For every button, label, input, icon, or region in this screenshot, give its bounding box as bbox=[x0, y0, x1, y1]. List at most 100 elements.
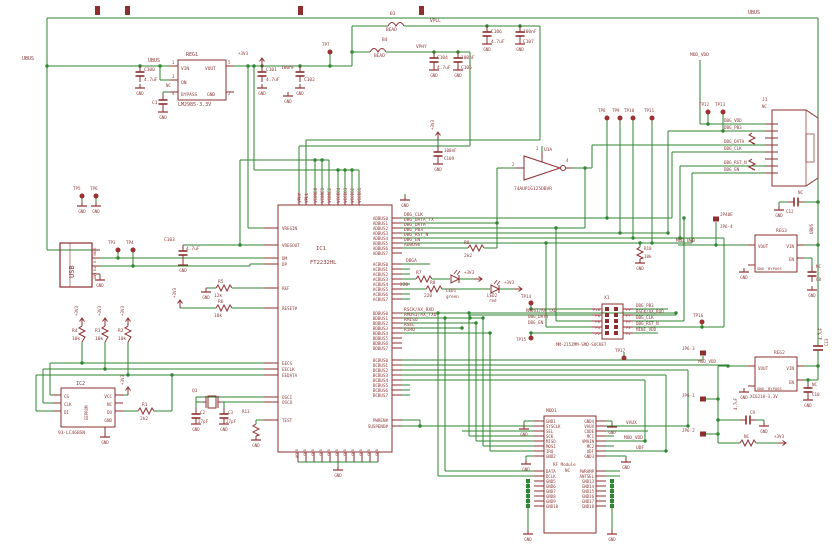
schematic-label: REF bbox=[282, 286, 290, 291]
schematic-label: JP6-1 bbox=[682, 393, 695, 398]
schematic-label: GND bbox=[342, 448, 347, 456]
smd-pad bbox=[610, 479, 614, 483]
schematic-label: 220 bbox=[424, 293, 432, 299]
schematic-label: GND bbox=[318, 448, 323, 456]
smd-pad bbox=[610, 489, 614, 493]
gnd-label: GND bbox=[804, 403, 812, 408]
power-label: +3V3 bbox=[97, 305, 102, 316]
schematic-label: EN bbox=[789, 380, 795, 385]
test-point-label: TP5 bbox=[73, 186, 81, 191]
power-label: +3V3 bbox=[120, 374, 125, 385]
test-point-label: TP11 bbox=[644, 108, 655, 113]
gnd-label: GND bbox=[622, 465, 630, 470]
schematic-label: C13 bbox=[824, 338, 829, 346]
schematic-label: BYPASS bbox=[768, 266, 782, 271]
junction-dot bbox=[643, 439, 647, 443]
schematic-label: 4.7uF bbox=[144, 77, 158, 83]
led-icon bbox=[493, 279, 498, 285]
test-point bbox=[130, 247, 136, 253]
test-point bbox=[617, 115, 623, 121]
resistor bbox=[137, 406, 155, 416]
jumper-pad bbox=[700, 350, 706, 356]
schematic-label: GND bbox=[358, 448, 363, 456]
gnd-label: GND bbox=[608, 537, 616, 542]
schematic-label: C103 bbox=[164, 237, 175, 243]
socket-pad bbox=[605, 319, 609, 323]
buffer-gate bbox=[523, 155, 562, 181]
schematic-label: JP6-2 bbox=[682, 428, 695, 433]
schematic-label: VREGOUT bbox=[282, 243, 300, 248]
resistor bbox=[215, 283, 233, 293]
schematic-label: LM2985-3.3V bbox=[178, 102, 211, 108]
gnd-label: GND bbox=[434, 167, 442, 172]
schematic-label: GND7 bbox=[546, 489, 556, 494]
schematic-label: VPHY bbox=[297, 192, 302, 203]
schematic-label: VIN bbox=[786, 244, 794, 249]
schematic-label: JP40E bbox=[720, 212, 733, 217]
led-icon bbox=[453, 269, 458, 275]
schematic-label: GND bbox=[93, 273, 97, 279]
schematic-label: C1 bbox=[152, 100, 158, 106]
schematic-label: UBUS bbox=[22, 56, 34, 62]
schematic-label: DBG_CLK bbox=[636, 315, 654, 320]
power-label: +3V3 bbox=[172, 287, 177, 298]
junction-dot bbox=[495, 221, 499, 225]
schematic-label: VPLL bbox=[304, 192, 309, 203]
schematic-label: DBGA bbox=[406, 258, 417, 264]
schematic-label: VREGIN bbox=[282, 226, 298, 231]
schematic-label: AGND bbox=[294, 448, 299, 458]
schematic-label: 4.7uF bbox=[437, 65, 451, 71]
schematic-label: R1 bbox=[142, 402, 148, 408]
schematic-label: BCBUS6 bbox=[373, 388, 389, 393]
schematic-label: 2k2 bbox=[464, 253, 472, 259]
gnd-label: GND bbox=[159, 115, 167, 120]
schematic-label: GND bbox=[334, 448, 339, 456]
reg2-body bbox=[754, 356, 798, 392]
gnd-label: GND bbox=[520, 432, 528, 437]
junction-dot bbox=[436, 311, 440, 315]
gnd-label: GND bbox=[202, 295, 210, 300]
gnd-label: GND bbox=[524, 537, 532, 542]
schematic-label: BYPASS bbox=[768, 386, 782, 391]
schematic-label: DO bbox=[107, 410, 113, 415]
junction-dot bbox=[700, 325, 704, 329]
schematic-label: 74AUP1G125DBVR bbox=[514, 186, 552, 192]
schematic-label: 4 bbox=[172, 91, 175, 96]
schematic-label: ACBUS2 bbox=[373, 272, 389, 277]
schematic-label: REG2 bbox=[774, 350, 785, 356]
schematic-label: JP6-3 bbox=[682, 346, 695, 351]
schematic-label: SUSPEND# bbox=[368, 424, 389, 429]
power-label: +3V3 bbox=[430, 119, 435, 130]
schematic-label: ACBUS7 bbox=[373, 297, 389, 302]
junction-dot bbox=[246, 64, 250, 68]
junction-dot bbox=[666, 231, 670, 235]
schematic-label: ACBUS1 bbox=[373, 267, 389, 272]
schematic-label: DBG_RST_N bbox=[724, 160, 747, 165]
schematic-label: GND bbox=[757, 266, 765, 271]
schematic-label: VMAIN bbox=[582, 439, 595, 444]
schematic-label: R4 bbox=[72, 328, 78, 334]
schematic-label: PWREN# bbox=[373, 418, 389, 423]
schematic-label: 4.7uF bbox=[186, 246, 200, 252]
schematic-label: GND6 bbox=[546, 484, 556, 489]
schematic-label: BCBUS1 bbox=[373, 363, 389, 368]
junction-dot bbox=[554, 226, 558, 230]
resistor bbox=[123, 325, 133, 343]
schematic-label: VCCIO3 bbox=[343, 187, 348, 203]
test-point bbox=[621, 355, 627, 361]
test-point bbox=[327, 49, 333, 55]
schematic-label: 5 bbox=[228, 60, 231, 65]
schematic-label: DBG_DATA bbox=[724, 139, 745, 144]
test-point-label: TP8 bbox=[598, 108, 606, 113]
schematic-label: BDBUS2 bbox=[373, 321, 389, 326]
schematic-label: RMOSI/AX_TXD bbox=[526, 308, 557, 313]
junction-dot bbox=[529, 331, 533, 335]
schematic-label: BCBUS5 bbox=[373, 383, 389, 388]
gnd-label: GND bbox=[284, 99, 292, 104]
schematic-label: C101 bbox=[266, 67, 277, 73]
schematic-label: C9 bbox=[750, 410, 756, 415]
schematic-label: CS bbox=[64, 394, 70, 399]
schematic-label: 27pF bbox=[198, 419, 209, 424]
usb-connector bbox=[59, 242, 71, 288]
schematic-label: BDBUS7 bbox=[373, 346, 389, 351]
